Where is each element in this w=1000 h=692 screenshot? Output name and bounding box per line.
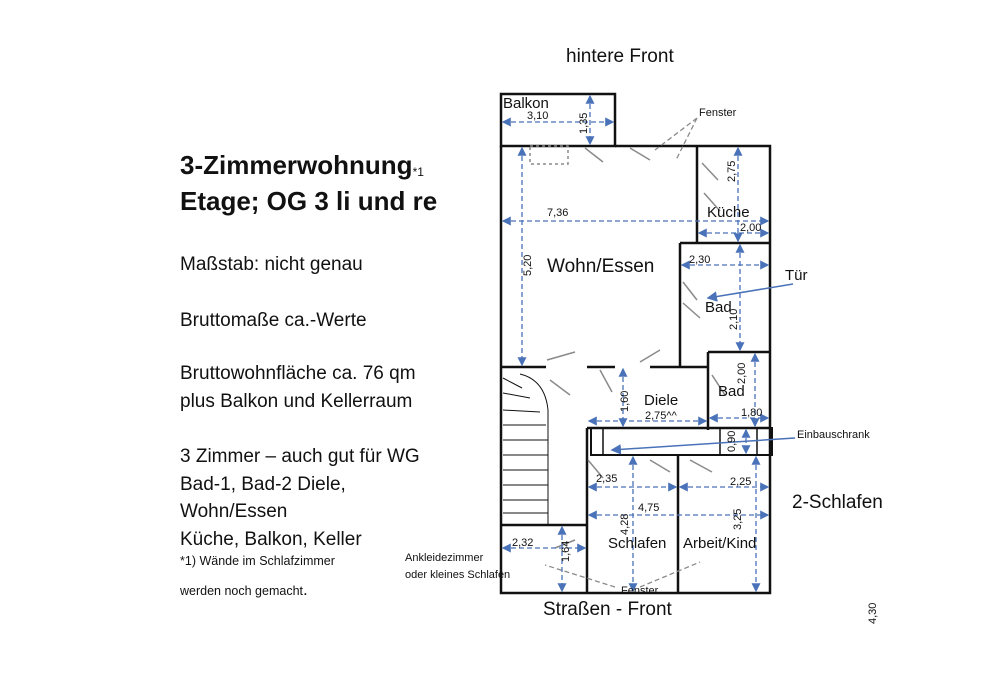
page-title-text: 3-Zimmerwohnung [180, 150, 413, 180]
room-2-schlafen: 2-Schlafen [792, 492, 883, 513]
room-ankleide-line2: oder kleines Schlafen [405, 569, 510, 581]
scale-note: Maßstab: nicht genau [180, 254, 363, 275]
room-kueche: Küche [707, 204, 750, 221]
gross-note: Bruttomaße ca.-Werte [180, 310, 367, 331]
rooms-line-1: 3 Zimmer – auch gut für WG [180, 446, 420, 467]
dim-balkon-width: 3,10 [527, 110, 548, 122]
dim-balkon-depth: 1,35 [578, 113, 590, 134]
room-diele: Diele [644, 392, 678, 409]
dim-diele-height: 1,60 [619, 391, 631, 412]
balcony-outline [499, 92, 617, 148]
callout-tuer: Tür [785, 267, 808, 284]
footnote-line-2-text: werden noch gemacht [180, 584, 303, 598]
dim-schlafen-height: 4,28 [619, 514, 631, 535]
area-note: Bruttowohnfläche ca. 76 qm [180, 363, 416, 384]
footnote-period: . [303, 580, 308, 599]
door-swings [529, 145, 726, 549]
outer-wall [499, 144, 772, 595]
rooms-line-4: Küche, Balkon, Keller [180, 529, 362, 550]
dim-kueche-height: 2,75 [726, 161, 738, 182]
room-ankleide-line1: Ankleidezimmer [405, 552, 484, 564]
dim-schrank-depth: 0,90 [726, 431, 738, 452]
dim-bad-width: 2,30 [689, 254, 710, 266]
floor-heading: Etage; OG 3 li und re [180, 186, 438, 216]
callout-lines [544, 117, 796, 588]
rooms-line-2: Bad-1, Bad-2 Diele, [180, 474, 346, 495]
room-bad-1: Bad [705, 299, 732, 316]
callout-einbauschrank: Einbauschrank [797, 429, 870, 441]
back-front-label: hintere Front [566, 46, 674, 67]
dim-schlafen-width-2: 4,75 [638, 502, 659, 514]
dim-schlafen-width-1: 2,35 [596, 473, 617, 485]
dim-arbeit-width: 2,25 [730, 476, 751, 488]
title-footnote-mark: *1 [412, 165, 424, 179]
walls [499, 92, 773, 595]
rooms-line-3: Wohn/Essen [180, 501, 288, 522]
dim-arbeit-height: 3,25 [732, 509, 744, 530]
dimension-lines [501, 94, 770, 593]
extras-note: plus Balkon und Kellerraum [180, 391, 413, 412]
room-schlafen: Schlafen [608, 535, 666, 552]
dim-side-width: 4,30 [867, 603, 879, 624]
room-balkon: Balkon [503, 95, 549, 112]
dim-ankleide-width: 2,32 [512, 537, 533, 549]
dim-diele-width: 2,75^^ [645, 410, 678, 422]
dim-kueche-width: 2,00 [740, 222, 761, 234]
dim-wohn-width: 7,36 [547, 207, 568, 219]
staircase [502, 373, 549, 525]
callout-fenster-top: Fenster [699, 107, 737, 119]
room-arbeit-kind: Arbeit/Kind [683, 535, 756, 552]
dim-bad2-height: 2,00 [736, 363, 748, 384]
page-title: 3-Zimmerwohnung*1 [180, 150, 424, 181]
dim-bad-height: 2,10 [728, 309, 740, 330]
street-front-label: Straßen - Front [543, 599, 673, 620]
room-bad-2: Bad [718, 383, 745, 400]
einbauschrank-box [590, 427, 773, 456]
dim-wohn-height: 5,20 [522, 255, 534, 276]
dim-bad2-width: 1,80 [741, 407, 762, 419]
footnote-line-1: *1) Wände im Schlafzimmer [180, 554, 335, 568]
callout-fenster-bottom: Fenster [621, 585, 659, 597]
dim-ankleide-height: 1,64 [560, 541, 572, 562]
room-wohn-essen: Wohn/Essen [547, 256, 654, 277]
footnote-line-2: werden noch gemacht. [180, 580, 308, 600]
